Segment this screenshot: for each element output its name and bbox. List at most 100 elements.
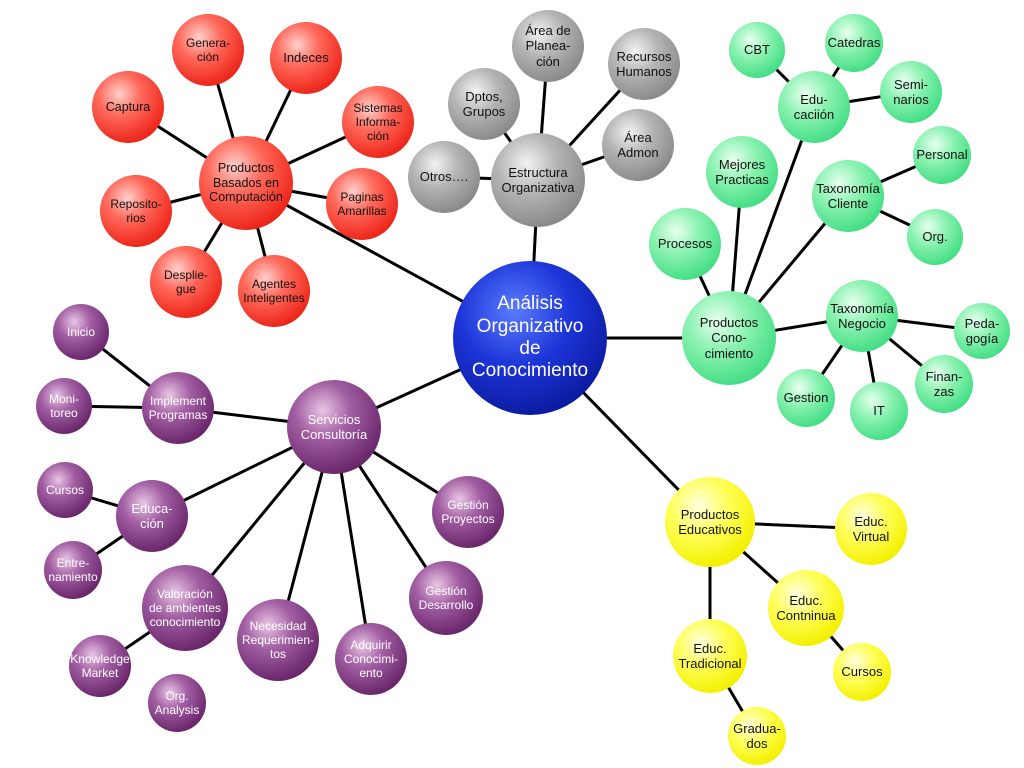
node-label: Semi- narios (893, 76, 929, 107)
node-educacion-green: Edu- caciión (778, 71, 850, 143)
node-label: Taxonomía Negocio (830, 300, 894, 331)
node-educ-virtual: Educ. Virtual (835, 493, 907, 565)
node-educacion-purple: Educa- ción (116, 480, 188, 552)
node-label: Cursos (841, 664, 883, 680)
node-label: Mejores Practicas (715, 156, 769, 187)
node-label: Servicios Consultoría (300, 411, 368, 442)
node-captura: Captura (92, 71, 164, 143)
node-label: Inicio (66, 324, 95, 339)
node-label: Implement Programas (148, 393, 208, 422)
node-despliegue: Desplie- gue (150, 246, 222, 318)
node-label: Finan- zas (925, 368, 963, 399)
node-label: IT (873, 403, 885, 419)
node-label: Peda- gogía (964, 315, 1000, 346)
node-finanzas: Finan- zas (915, 355, 973, 413)
node-valoracion: Valoración de ambientes conocimiento (142, 565, 228, 651)
node-label: Agentes Inteligentes (243, 276, 305, 305)
node-label: Procesos (657, 236, 713, 252)
node-label: Org. Analysis (154, 688, 200, 717)
node-label: Indeces (283, 50, 329, 66)
node-cursos-yellow: Cursos (833, 643, 891, 701)
node-productos-educativos: Productos Educativos (665, 477, 755, 567)
node-productos-conocimiento: Productos Cono- cimiento (682, 291, 776, 385)
node-otros: Otros…. (408, 141, 480, 213)
node-area-admon: Área Admon (602, 109, 674, 181)
node-educ-tradicional: Educ. Tradicional (673, 619, 747, 693)
node-label: Cursos (45, 482, 84, 497)
node-label: Productos Basados en Computación (209, 160, 283, 205)
node-necesidad-requerimientos: Necesidad Requerimien- tos (237, 599, 319, 681)
node-graduados: Gradua- dos (728, 707, 786, 765)
node-label: Moni- toreo (48, 391, 79, 420)
node-label: Genera- ción (185, 35, 231, 64)
node-label: Área Admon (617, 129, 659, 160)
node-servicios-consultoria: Servicios Consultoría (287, 380, 381, 474)
node-adquirir-conocimiento: Adquirir Conocimi- ento (335, 623, 407, 695)
node-label: Entre- namiento (48, 555, 98, 584)
node-cbt: CBT (729, 22, 785, 78)
node-educ-continua: Educ. Contninua (768, 570, 844, 646)
node-cursos-purple: Cursos (37, 462, 93, 518)
node-productos-computacion: Productos Basados en Computación (199, 136, 293, 230)
node-seminarios: Semi- narios (880, 61, 942, 123)
node-procesos: Procesos (649, 208, 721, 280)
node-label: Educa- ción (131, 500, 173, 531)
node-label: Valoración de ambientes conocimiento (148, 586, 222, 630)
node-center: Análisis Organizativo de Conocimiento (453, 261, 607, 415)
node-paginas-amarillas: Paginas Amarillas (326, 168, 398, 240)
node-label: Org. (922, 229, 948, 245)
node-label: Gestión Desarrollo (418, 583, 474, 612)
node-org: Org. (907, 209, 963, 265)
node-label: Productos Cono- cimiento (699, 315, 759, 361)
node-monitoreo: Moni- toreo (36, 378, 92, 434)
node-label: Edu- caciión (793, 91, 835, 122)
node-label: Catedras (827, 35, 881, 51)
node-label: Gestión Proyectos (441, 497, 495, 526)
node-label: Recursos Humanos (616, 48, 672, 79)
node-label: Estructura Organizativa (501, 164, 575, 195)
node-label: Dptos, Grupos (462, 88, 506, 119)
node-label: Personal (916, 147, 968, 163)
node-label: Necesidad Requerimien- tos (241, 618, 315, 662)
node-estructura-organizativa: Estructura Organizativa (491, 133, 585, 227)
node-inicio: Inicio (53, 304, 109, 360)
node-label: Knowledge Market (70, 651, 130, 680)
node-label: Educ. Contninua (776, 592, 836, 623)
node-label: Desplie- gue (163, 267, 208, 296)
node-label: Otros…. (419, 169, 469, 185)
node-label: Taxonomía Cliente (816, 180, 880, 211)
node-taxonomia-negocio: Taxonomía Negocio (826, 280, 898, 352)
node-label: Reposito- rios (110, 196, 162, 225)
node-implement-programas: Implement Programas (142, 372, 214, 444)
node-label: Paginas Amarillas (337, 189, 387, 218)
node-gestion-desarrollo: Gestión Desarrollo (409, 561, 483, 635)
node-label: Gestion (783, 390, 829, 406)
node-gestion: Gestion (777, 369, 835, 427)
node-recursos-humanos: Recursos Humanos (608, 28, 680, 100)
node-label: Análisis Organizativo de Conocimiento (471, 293, 589, 382)
node-area-planeacion: Área de Planea- ción (512, 10, 584, 82)
node-org-analysis: Org. Analysis (148, 674, 206, 732)
node-it: IT (850, 382, 908, 440)
node-knowledge-market: Knowledge Market (69, 635, 131, 697)
node-entrenamiento: Entre- namiento (44, 541, 102, 599)
node-sistemas-informacion: Sistemas Informa- ción (342, 86, 414, 158)
node-label: Adquirir Conocimi- ento (343, 637, 398, 681)
node-mejores-practicas: Mejores Practicas (706, 136, 778, 208)
node-label: Área de Planea- ción (525, 23, 571, 69)
node-label: Sistemas Informa- ción (353, 100, 403, 144)
node-pedagogia: Peda- gogía (954, 303, 1010, 359)
node-taxonomia-cliente: Taxonomía Cliente (812, 160, 884, 232)
node-personal: Personal (913, 126, 971, 184)
node-label: CBT (744, 42, 770, 58)
node-indeces: Indeces (270, 22, 342, 94)
node-generacion: Genera- ción (172, 14, 244, 86)
node-label: Educ. Virtual (852, 513, 890, 544)
node-repositorios: Reposito- rios (100, 175, 172, 247)
node-label: Captura (105, 99, 151, 114)
node-label: Gradua- dos (733, 720, 781, 751)
node-label: Educ. Tradicional (678, 640, 742, 671)
node-label: Productos Educativos (678, 506, 742, 537)
node-dptos-grupos: Dptos, Grupos (448, 68, 520, 140)
